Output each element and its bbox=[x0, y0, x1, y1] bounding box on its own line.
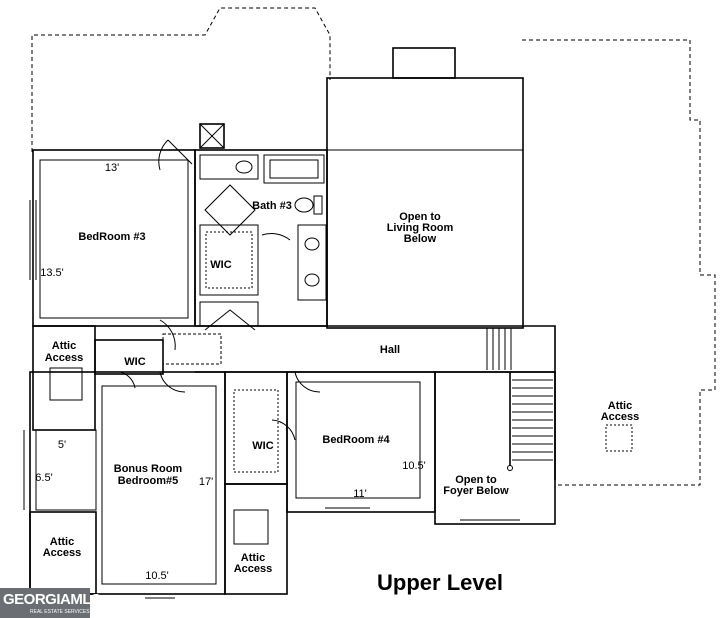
label-attic-2a: Attic bbox=[50, 536, 74, 548]
logo-subtext: REAL ESTATE SERVICES bbox=[30, 609, 90, 615]
roof-outline-right bbox=[522, 39, 716, 486]
georgiamls-logo: GEORGIAMLS REAL ESTATE SERVICES bbox=[0, 588, 101, 618]
open-to-foyer bbox=[434, 371, 556, 525]
plan-title: Upper Level bbox=[377, 570, 503, 595]
label-wic-bed3: WIC bbox=[210, 259, 231, 271]
door-swing bbox=[261, 233, 291, 241]
label-open-living-2: Living Room bbox=[387, 222, 454, 234]
door-swing bbox=[159, 319, 176, 351]
label-attic-3b: Access bbox=[234, 563, 273, 575]
dim-bonus-a: 5' bbox=[58, 439, 66, 451]
logo-text: GEORGIAMLS bbox=[3, 591, 101, 608]
label-attic-4a: Attic bbox=[608, 400, 632, 412]
wic-bonus bbox=[94, 339, 164, 375]
label-bonus-2: Bedroom#5 bbox=[118, 475, 179, 487]
dim-bed3-width: 13' bbox=[105, 162, 119, 174]
dim-bonus-depth: 17' bbox=[199, 476, 213, 488]
sink-icon bbox=[235, 160, 253, 174]
label-wic-bonus: WIC bbox=[124, 356, 145, 368]
label-open-living-3: Below bbox=[404, 233, 437, 245]
dim-bonus-b: 6.5' bbox=[35, 472, 52, 484]
dim-bed4-depth: 10.5' bbox=[402, 460, 426, 472]
label-bath-3: Bath #3 bbox=[252, 200, 292, 212]
chimney bbox=[392, 47, 456, 79]
label-bedroom-3: BedRoom #3 bbox=[78, 231, 145, 243]
label-attic-1b: Access bbox=[45, 352, 84, 364]
hall bbox=[195, 325, 556, 373]
staircase bbox=[507, 372, 556, 480]
sink-icon-2 bbox=[304, 237, 320, 251]
label-wic-bed4: WIC bbox=[252, 440, 273, 452]
attic-access-3 bbox=[224, 483, 288, 595]
label-open-foyer-2: Foyer Below bbox=[443, 485, 509, 497]
open-to-living-room bbox=[326, 77, 524, 329]
dim-bed3-depth: 13.5' bbox=[40, 267, 64, 279]
label-bonus-1: Bonus Room bbox=[114, 463, 183, 475]
toilet-icon bbox=[294, 197, 314, 213]
door-swing bbox=[158, 139, 193, 171]
label-attic-2b: Access bbox=[43, 547, 82, 559]
wic-bed3 bbox=[199, 224, 259, 296]
door-swing bbox=[204, 309, 256, 331]
door-swing bbox=[204, 184, 256, 236]
label-attic-3a: Attic bbox=[241, 552, 265, 564]
roof-outline-left bbox=[31, 7, 331, 152]
door-swing bbox=[159, 371, 186, 393]
label-attic-4b: Access bbox=[601, 411, 640, 423]
label-open-living-1: Open to bbox=[399, 211, 441, 223]
door-swing bbox=[294, 371, 321, 393]
label-hall: Hall bbox=[380, 344, 400, 356]
attic-access-4 bbox=[605, 424, 633, 452]
dim-bonus-width: 10.5' bbox=[145, 570, 169, 582]
vent bbox=[199, 123, 225, 149]
label-open-foyer-1: Open to bbox=[455, 474, 497, 486]
sink-icon-3 bbox=[304, 273, 320, 287]
label-bedroom-4: BedRoom #4 bbox=[322, 434, 390, 446]
label-attic-1a: Attic bbox=[52, 340, 76, 352]
door-swing bbox=[271, 419, 296, 441]
dim-bed4-width: 11' bbox=[353, 488, 367, 500]
bathtub-icon bbox=[263, 154, 325, 184]
